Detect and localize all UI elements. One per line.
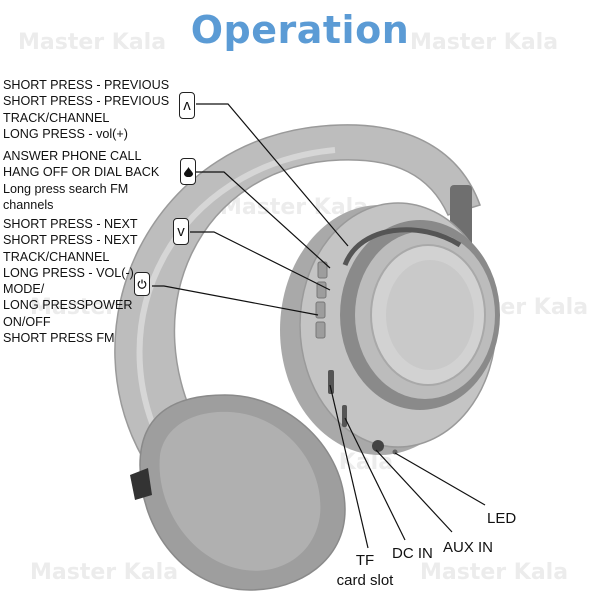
tf-card-slot-label: TF card slot bbox=[325, 551, 405, 591]
callout-up bbox=[196, 103, 349, 247]
instruction-line: MODE/ bbox=[3, 282, 45, 296]
callout-lines bbox=[152, 103, 486, 549]
callout-power bbox=[152, 285, 319, 316]
instruction-line: ANSWER PHONE CALL bbox=[3, 149, 142, 163]
callout-down bbox=[190, 231, 331, 291]
instruction-line: LONG PRESS - vol(+) bbox=[3, 127, 128, 142]
callout-aux bbox=[375, 449, 453, 533]
watermark: Master Kala bbox=[18, 30, 167, 55]
dc-in-label: DC IN bbox=[392, 545, 433, 562]
instruction-line: SHORT PRESS - NEXT bbox=[3, 217, 138, 231]
instruction-line: SHORT PRESS - PREVIOUS bbox=[3, 94, 170, 109]
tf-label-line: card slot bbox=[336, 572, 394, 589]
page-title: Operation bbox=[190, 8, 410, 52]
instruction-line: Long press search FM bbox=[3, 181, 129, 196]
up-instructions: SHORT PRESS - PREVIOUS SHORT PRESS - PRE… bbox=[3, 77, 169, 143]
dc-port bbox=[342, 405, 347, 427]
instruction-line: channels bbox=[3, 198, 54, 213]
cup-plate-center bbox=[386, 260, 474, 370]
up-button-icon: ʌ bbox=[179, 92, 195, 119]
tf-label-line: TF bbox=[355, 552, 375, 569]
instruction-line: ON/OFF bbox=[3, 314, 51, 329]
phone-drop-icon bbox=[183, 166, 193, 177]
instruction-line: SHORT PRESS - NEXT bbox=[3, 233, 138, 248]
down-button bbox=[315, 301, 326, 319]
instruction-line: LONG PRESS - VOL(-) bbox=[3, 266, 134, 281]
down-instructions: SHORT PRESS - NEXT SHORT PRESS - NEXT TR… bbox=[3, 216, 138, 282]
watermark: Master Kala bbox=[420, 560, 569, 585]
instruction-line: HANG OFF OR DIAL BACK bbox=[3, 165, 160, 180]
power-button bbox=[315, 321, 326, 339]
left-slider-clip bbox=[130, 468, 152, 500]
watermark: Master Kala bbox=[410, 30, 559, 55]
power-instructions: MODE/ LONG PRESSPOWER ON/OFF SHORT PRESS… bbox=[3, 281, 132, 347]
headband-highlight bbox=[136, 147, 336, 454]
headband bbox=[114, 124, 481, 471]
phone-button bbox=[316, 281, 327, 299]
power-button-icon bbox=[134, 272, 150, 296]
callout-dc bbox=[344, 417, 406, 541]
tf-slot bbox=[328, 370, 334, 394]
callout-phone bbox=[196, 171, 331, 269]
phone-instructions: ANSWER PHONE CALL HANG OFF OR DIAL BACK … bbox=[3, 148, 159, 214]
phone-button-icon bbox=[180, 158, 196, 185]
aux-in-label: AUX IN bbox=[443, 539, 494, 556]
aux-port bbox=[372, 440, 384, 452]
instruction-line: SHORT PRESS - PREVIOUS bbox=[3, 78, 170, 92]
left-ear-cushion-inner bbox=[159, 411, 321, 571]
yoke bbox=[342, 227, 462, 266]
instruction-line: SHORT PRESS FM bbox=[3, 331, 115, 346]
down-glyph: v bbox=[177, 223, 185, 240]
down-button-icon: v bbox=[173, 218, 189, 245]
instruction-line: LONG PRESSPOWER bbox=[3, 298, 133, 313]
up-glyph: ʌ bbox=[183, 97, 191, 114]
instruction-line: TRACK/CHANNEL bbox=[3, 249, 110, 264]
led-label: LED bbox=[487, 510, 517, 527]
callout-led bbox=[394, 452, 486, 506]
callout-tf bbox=[329, 384, 369, 549]
instruction-line: TRACK/CHANNEL bbox=[3, 110, 110, 125]
power-glyph-icon bbox=[137, 279, 147, 289]
watermark: Master Kala bbox=[30, 560, 179, 585]
